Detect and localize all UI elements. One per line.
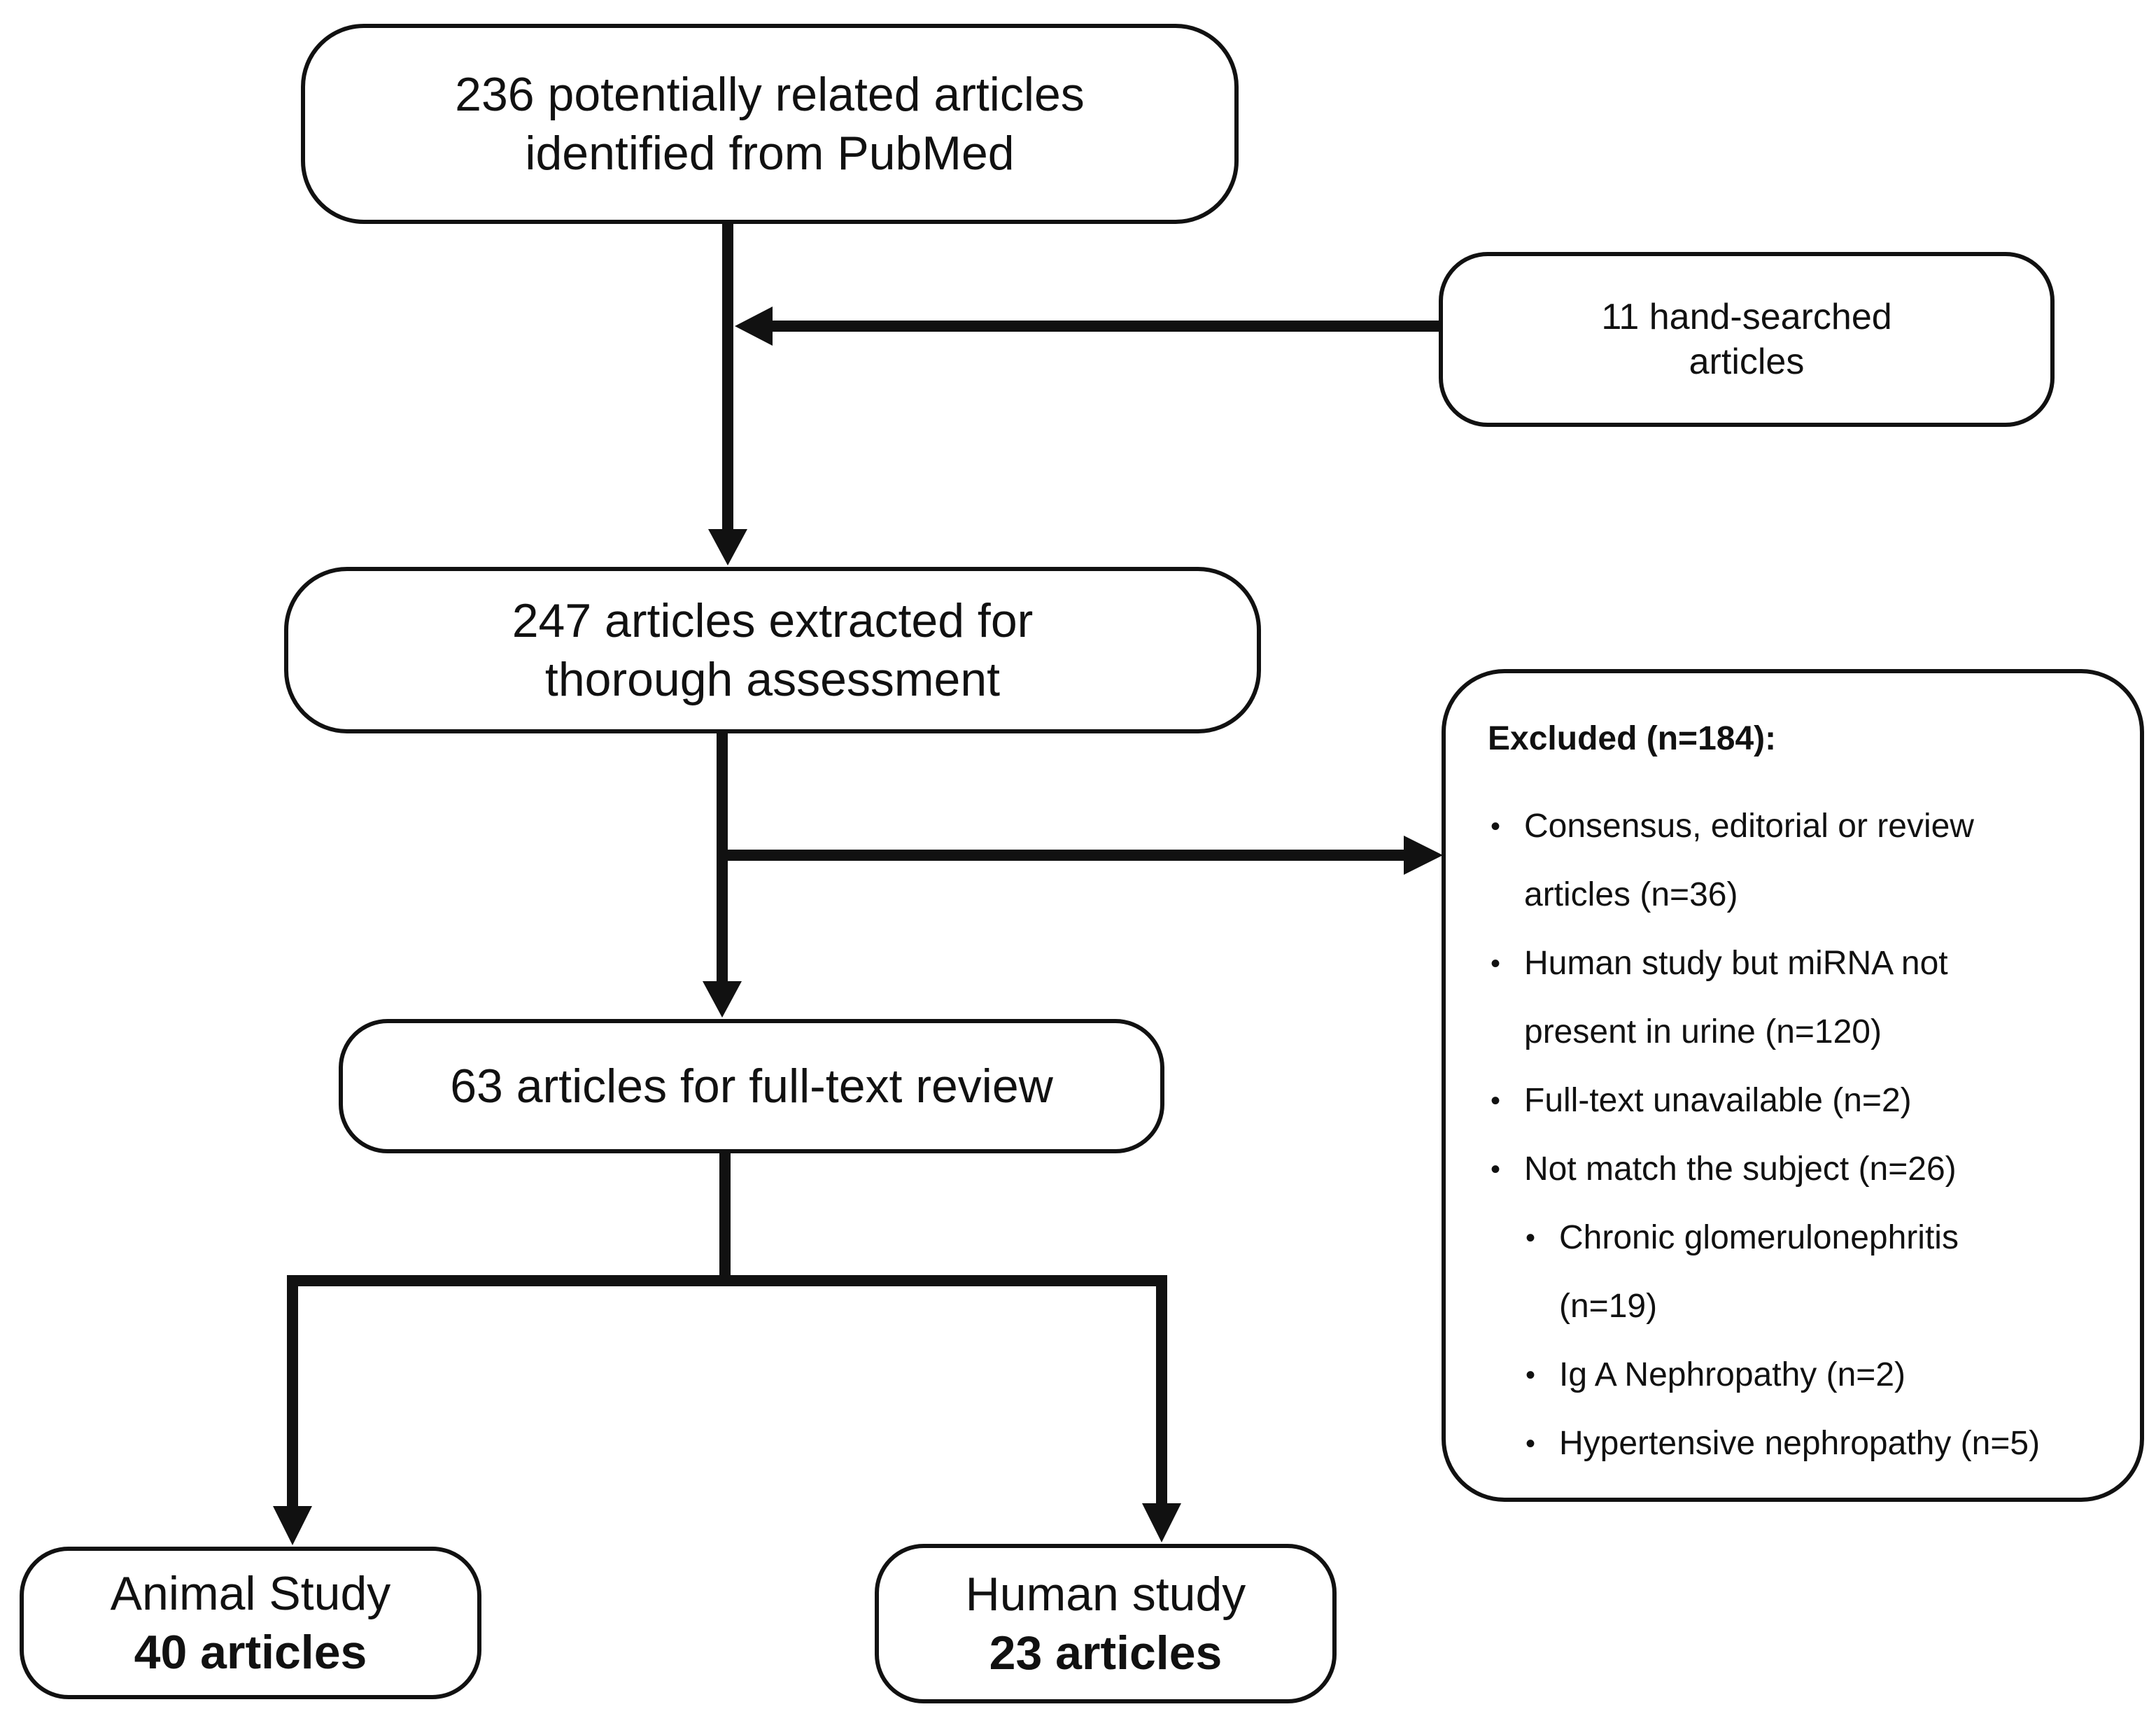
extracted-line-1: 247 articles extracted for: [512, 593, 1034, 647]
bullet-icon: •: [1491, 1085, 1501, 1116]
arrowhead-to-animal: [273, 1506, 312, 1545]
excluded-item-text: Not match the subject (n=26): [1524, 1151, 1957, 1188]
excluded-item-text: Ig A Nephropathy (n=2): [1559, 1356, 1905, 1393]
excluded-item-text: Full-text unavailable (n=2): [1524, 1082, 1912, 1119]
human-study-label: Human study: [965, 1567, 1246, 1621]
arrowhead-pubmed-to-extracted: [708, 529, 747, 565]
bullet-icon: •: [1491, 811, 1501, 842]
excluded-item-text: Human study but miRNA not present in uri…: [1524, 945, 1948, 1050]
arrowhead-to-human: [1142, 1503, 1181, 1542]
excluded-item: • Full-text unavailable (n=2): [1488, 1067, 2112, 1135]
arrowhead-extracted-to-fulltext: [703, 981, 742, 1018]
bullet-icon: •: [1491, 1154, 1501, 1185]
arrowhead-hand-to-main: [735, 307, 773, 346]
hand-searched-line-2: articles: [1689, 342, 1805, 382]
animal-study-box: Animal Study 40 articles: [20, 1547, 481, 1699]
pubmed-line-2: identified from PubMed: [525, 127, 1015, 180]
arrowhead-to-excluded: [1404, 836, 1443, 875]
hand-searched-line-1: 11 hand-searched: [1601, 296, 1892, 337]
excluded-item: • Human study but miRNA not present in ur…: [1488, 929, 2112, 1067]
excluded-list: • Consensus, editorial or review articles…: [1488, 792, 2112, 1478]
animal-study-count: 40 articles: [134, 1626, 367, 1679]
fulltext-line-1: 63 articles for full-text review: [450, 1059, 1053, 1113]
excluded-subitem: • Chronic glomerulonephritis (n=19): [1488, 1204, 2112, 1341]
bullet-icon: •: [1491, 948, 1501, 979]
pubmed-articles-box: 236 potentially related articles identif…: [301, 24, 1239, 224]
bullet-icon: •: [1526, 1223, 1536, 1253]
bullet-icon: •: [1526, 1428, 1536, 1459]
fulltext-review-box: 63 articles for full-text review: [339, 1019, 1164, 1153]
excluded-subitem: • Ig A Nephropathy (n=2): [1488, 1341, 2112, 1409]
hand-searched-box: 11 hand-searched articles: [1439, 252, 2055, 427]
excluded-title: Excluded (n=184):: [1488, 720, 1777, 757]
pubmed-line-1: 236 potentially related articles: [455, 67, 1085, 121]
excluded-item-text: Chronic glomerulonephritis (n=19): [1559, 1219, 1959, 1325]
excluded-item: • Consensus, editorial or review articles…: [1488, 792, 2112, 929]
extracted-line-2: thorough assessment: [544, 653, 1001, 706]
excluded-item-text: Hypertensive nephropathy (n=5): [1559, 1425, 2041, 1462]
animal-study-label: Animal Study: [110, 1566, 391, 1620]
bullet-icon: •: [1526, 1360, 1536, 1391]
human-study-box: Human study 23 articles: [875, 1544, 1337, 1703]
excluded-subitem: • Hypertensive nephropathy (n=5): [1488, 1409, 2112, 1478]
human-study-count: 23 articles: [989, 1626, 1223, 1680]
extracted-articles-box: 247 articles extracted for thorough asse…: [284, 567, 1261, 733]
excluded-item-text: Consensus, editorial or review articles …: [1524, 808, 1974, 913]
excluded-item: • Not match the subject (n=26): [1488, 1135, 2112, 1204]
excluded-box: Excluded (n=184): • Consensus, editorial …: [1442, 669, 2144, 1502]
